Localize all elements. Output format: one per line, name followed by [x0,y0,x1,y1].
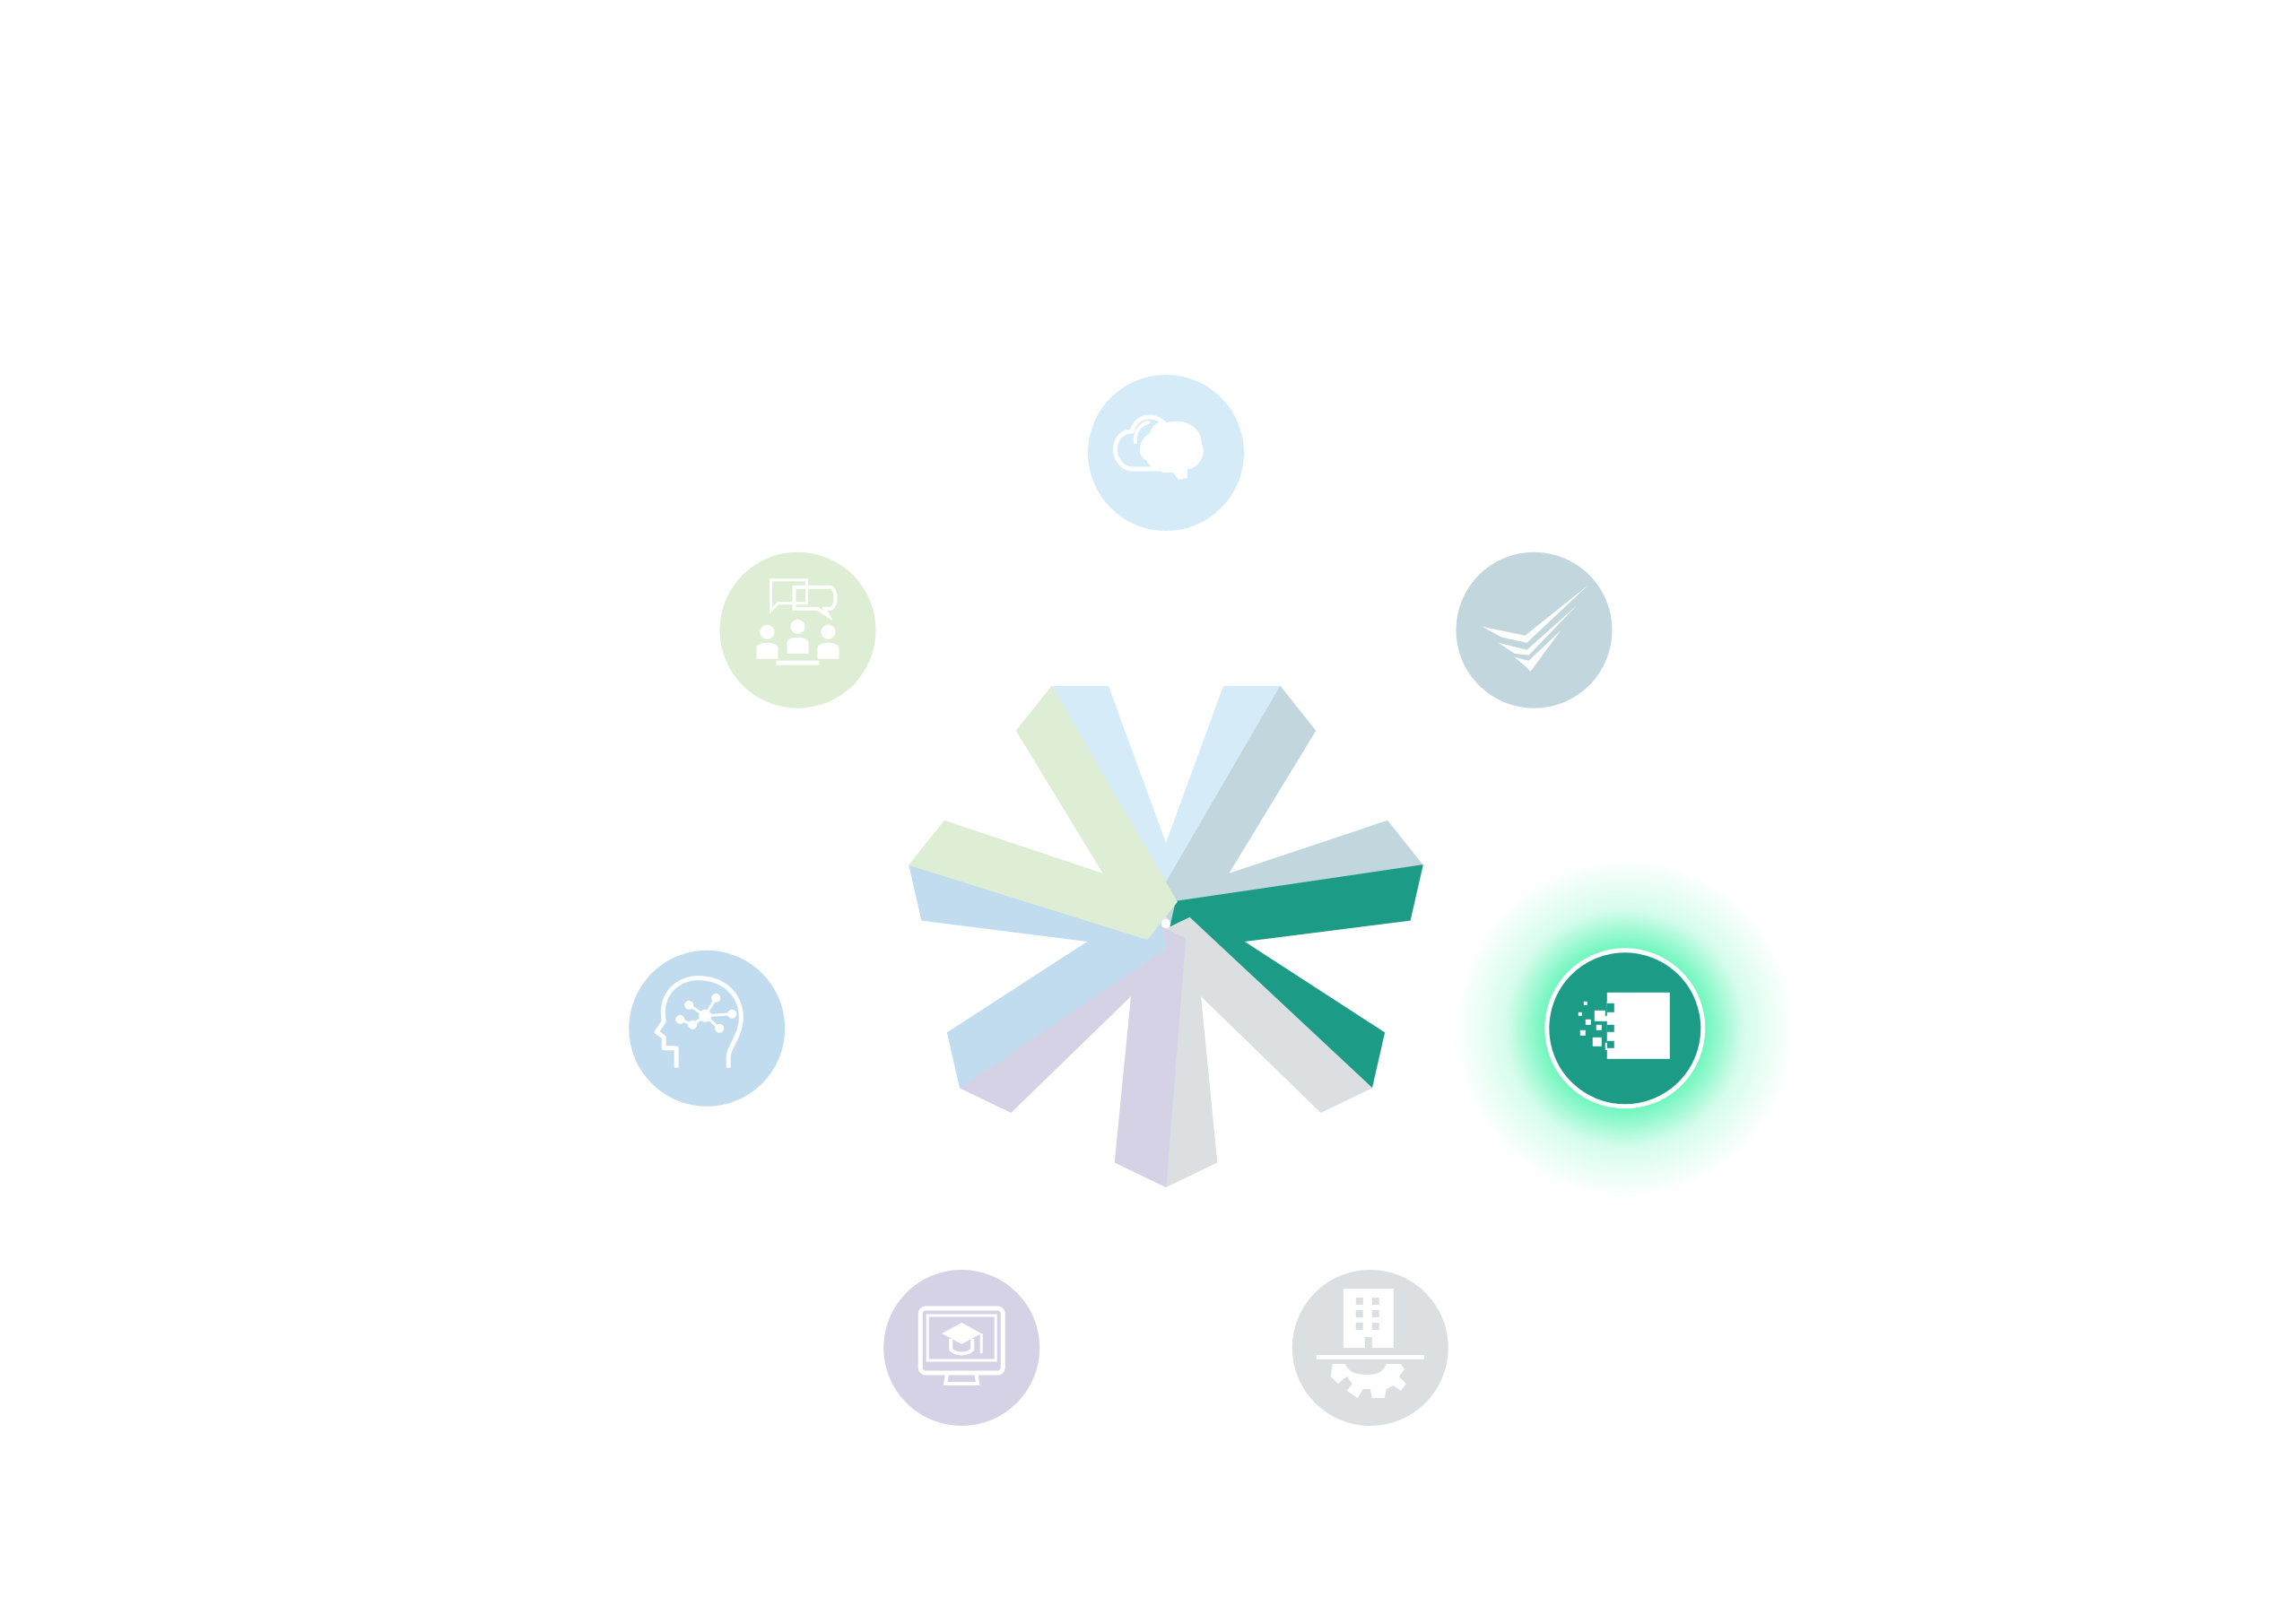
chevron-cloud[interactable] [1051,686,1281,919]
node-operations[interactable] [1292,1270,1448,1426]
chevron-learning[interactable] [959,878,1267,1188]
circle-learning [883,1270,1040,1426]
node-learning[interactable] [883,1270,1040,1426]
node-ai[interactable] [629,950,786,1107]
node-cloud[interactable] [1088,375,1244,531]
icon-nodes [629,375,1796,1426]
circle-ai [629,950,786,1107]
node-community[interactable] [719,551,876,708]
cloud-brain-icon [1113,414,1204,480]
head-network-icon [654,976,744,1068]
monitor-graduation-icon [918,1306,1005,1385]
building-gear-icon [1316,1289,1424,1398]
chevron-ring [909,685,1423,1188]
layered-checkmark-icon [1482,585,1588,672]
chevron-community[interactable] [909,685,1234,1011]
people-chat-icon [756,578,839,665]
chevron-operations[interactable] [1065,878,1373,1188]
node-strategy[interactable] [1456,551,1613,708]
chevron-data[interactable] [1144,812,1423,1089]
node-data[interactable] [1454,857,1796,1199]
pixel-data-square-icon [1578,992,1670,1059]
